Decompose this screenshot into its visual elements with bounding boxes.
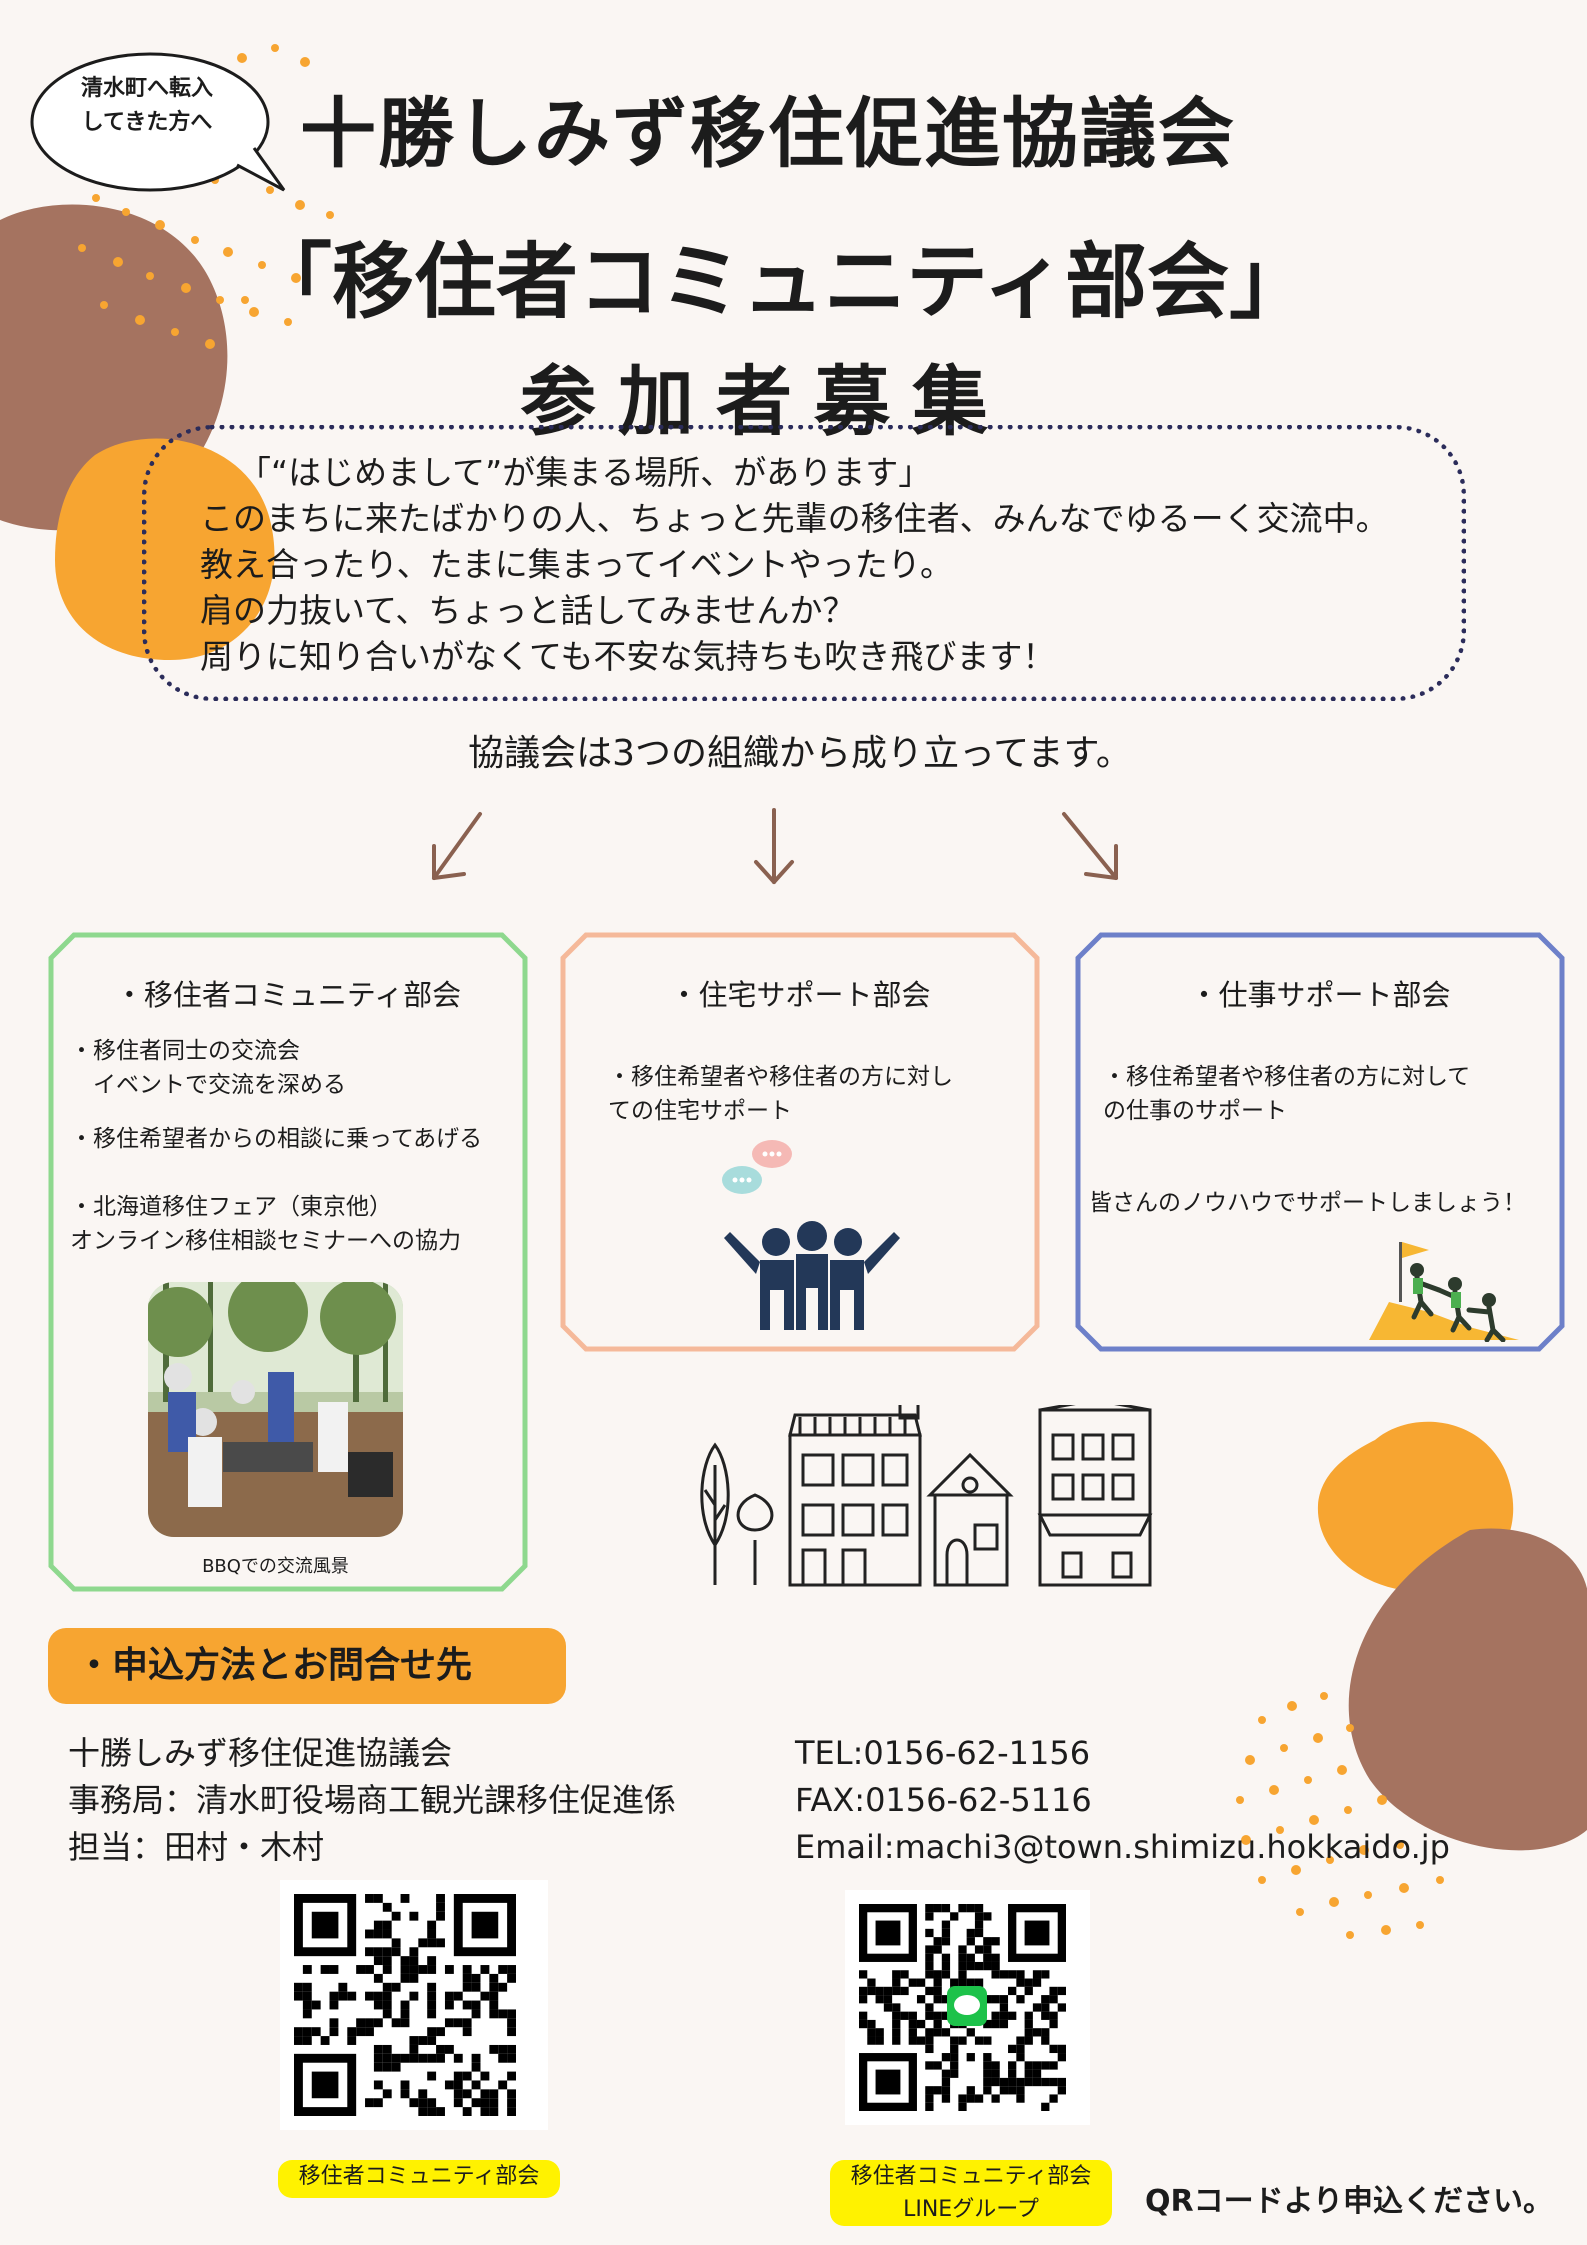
intro-line-5: 周りに知り合いがなくても不安な気持ちも吹き飛びます！ bbox=[200, 637, 1056, 676]
bubble-line-1: 清水町へ転入 bbox=[80, 76, 213, 101]
bbq-photo-illustration bbox=[148, 1282, 403, 1537]
card-housing-item-1: ・移住希望者や移住者の方に対し ての住宅サポート bbox=[608, 1064, 953, 1124]
speech-bubble-text: 清水町へ転入 してきた方へ bbox=[22, 72, 272, 140]
dot-pattern-top-left bbox=[78, 44, 334, 349]
brown-blob-right bbox=[1348, 1528, 1587, 1851]
intro-line-3: 教え合ったり、たまに集まってイベントやったり。 bbox=[200, 545, 954, 584]
contact-fax: FAX:0156-62-5116 bbox=[795, 1781, 1092, 1819]
card-work: ・仕事サポート部会 ・移住希望者や移住者の方に対して の仕事のサポート 皆さんの… bbox=[1075, 932, 1565, 1592]
contact-person: 担当：田村・木村 bbox=[68, 1828, 325, 1866]
card-community-item-3: ・北海道移住フェア（東京他） オンライン移住相談セミナーへの協力 bbox=[70, 1194, 461, 1254]
intro-line-2: このまちに来たばかりの人、ちょっと先輩の移住者、みんなでゆるーく交流中。 bbox=[200, 499, 1389, 538]
card-work-frame bbox=[1075, 932, 1565, 1352]
intro-line-4: 肩の力抜いて、ちょっと話してみませんか？ bbox=[200, 591, 856, 630]
card-housing: ・住宅サポート部会 ・移住希望者や移住者の方に対し ての住宅サポート bbox=[560, 932, 1040, 1592]
title-council: 十勝しみず移住促進協議会 bbox=[300, 89, 1236, 178]
card-community-item-1: ・移住者同士の交流会 イベントで交流を深める bbox=[70, 1038, 346, 1098]
contact-email[interactable]: Email:machi3@town.shimizu.hokkaido.jp bbox=[795, 1828, 1450, 1866]
card-community-item-2: ・移住希望者からの相談に乗ってあげる bbox=[70, 1126, 483, 1152]
bubble-line-2: してきた方へ bbox=[81, 110, 213, 135]
arrow-down-right-icon bbox=[1062, 812, 1118, 880]
qr-code-community-pattern bbox=[294, 1894, 516, 2116]
qr-code-line-pattern bbox=[859, 1904, 1066, 2111]
card-work-item-2: 皆さんのノウハウでサポートしましょう！ bbox=[1089, 1190, 1526, 1216]
qr-code-line-group[interactable] bbox=[845, 1890, 1090, 2125]
arrow-down-left-icon bbox=[432, 812, 482, 880]
card-housing-title: ・住宅サポート部会 bbox=[669, 978, 931, 1012]
line-app-icon bbox=[947, 1986, 987, 2026]
title-subcommittee: 「移住者コミュニティ部会」 bbox=[250, 235, 1312, 330]
climbing-team-icon bbox=[1369, 1242, 1519, 1342]
card-work-item-1: ・移住希望者や移住者の方に対して の仕事のサポート bbox=[1103, 1064, 1471, 1124]
card-community-title: ・移住者コミュニティ部会 bbox=[114, 978, 462, 1012]
town-illustration bbox=[700, 1405, 1153, 1587]
qr-code-community[interactable] bbox=[280, 1880, 548, 2130]
intro-line-1: 「“はじめまして”が集まる場所、があります」 bbox=[238, 453, 932, 492]
orange-blob-top-left bbox=[55, 438, 275, 660]
people-group-icon bbox=[722, 1140, 900, 1330]
qr-label-line-group-line2: LINEグループ bbox=[903, 2197, 1039, 2222]
dot-pattern-bottom-right bbox=[1236, 1692, 1444, 1939]
title-recruitment: 参加者募集 bbox=[520, 357, 1010, 446]
contact-org: 十勝しみず移住促進協議会 bbox=[68, 1734, 453, 1772]
bbq-caption: BBQでの交流風景 bbox=[202, 1556, 349, 1577]
qr-label-community: 移住者コミュニティ部会 bbox=[278, 2160, 560, 2198]
footer-note: QRコードより申込ください。 bbox=[1145, 2184, 1554, 2219]
apply-section-label: ・申込方法とお問合せ先 bbox=[48, 1628, 566, 1704]
organization-text: 協議会は3つの組織から成り立ってます。 bbox=[468, 733, 1132, 774]
contact-tel: TEL:0156-62-1156 bbox=[795, 1734, 1091, 1772]
speech-bubble: 清水町へ転入 してきた方へ bbox=[22, 40, 286, 192]
card-work-title: ・仕事サポート部会 bbox=[1189, 978, 1451, 1012]
qr-label-line-group-line1: 移住者コミュニティ部会 bbox=[850, 2164, 1092, 2189]
contact-office: 事務局：清水町役場商工観光課移住促進係 bbox=[68, 1781, 677, 1819]
arrow-down-icon bbox=[754, 808, 794, 884]
intro-box bbox=[142, 425, 1466, 701]
qr-label-line-group: 移住者コミュニティ部会 LINEグループ bbox=[830, 2160, 1112, 2226]
card-housing-frame bbox=[560, 932, 1040, 1352]
speech-bubble-shape bbox=[30, 52, 286, 192]
bbq-photo bbox=[148, 1282, 403, 1537]
